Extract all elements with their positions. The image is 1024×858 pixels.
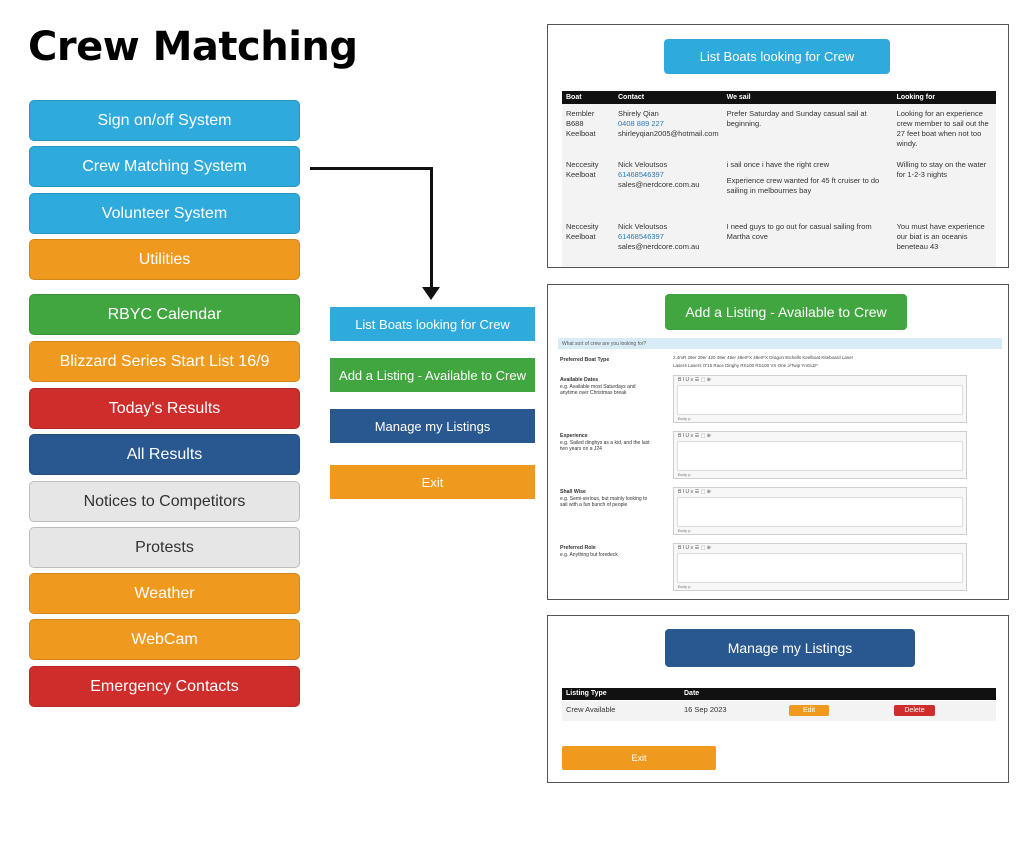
notices-to-competitors-button[interactable]: Notices to Competitors (29, 481, 300, 522)
looking-for-cell: Looking for an experience crew member to… (892, 104, 996, 155)
contact-name: Nick Veloutsos (618, 159, 668, 169)
contact-email: sales@nerdcore.com.au (618, 241, 700, 251)
column-header-listing-type: Listing Type (566, 690, 607, 697)
editor-status: Body p (678, 528, 691, 533)
contact-phone-link[interactable]: 61468546397 (618, 231, 664, 241)
available-dates-editor[interactable]: B I U ≡ ☰ ⬚ ⊕ Body p (673, 375, 967, 423)
column-header-contact: Contact (614, 91, 723, 104)
webcam-button[interactable]: WebCam (29, 619, 300, 660)
boats-table: Boat Contact We sail Looking for Rembler… (562, 91, 996, 267)
delete-listing-button[interactable]: Delete (894, 705, 935, 716)
we-sail-cell: Prefer Saturday and Sunday casual sail a… (722, 104, 893, 155)
listing-type-cell: Crew Available (566, 705, 616, 714)
editor-toolbar[interactable]: B I U ≡ ☰ ⬚ ⊕ (678, 489, 711, 495)
todays-results-button[interactable]: Today's Results (29, 388, 300, 429)
connector-line-horizontal (310, 167, 433, 170)
boat-type-checkboxes-row2[interactable]: Laser4 Lasers O'15 Race Dinghy RS100 RS1… (673, 363, 818, 368)
add-listing-header[interactable]: Add a Listing - Available to Crew (665, 294, 907, 330)
manage-listings-button[interactable]: Manage my Listings (330, 409, 535, 443)
editor-text-area[interactable] (677, 385, 963, 415)
contact-cell: Nick Veloutsos 61468546397 sales@nerdcor… (614, 154, 723, 217)
crew-matching-system-button[interactable]: Crew Matching System (29, 146, 300, 187)
crew-question-banner: What sort of crew are you looking for? (558, 338, 1002, 349)
column-header-boat: Boat (562, 91, 614, 104)
column-header-looking-for: Looking for (892, 91, 996, 104)
sign-on-off-system-button[interactable]: Sign on/off System (29, 100, 300, 141)
we-sail-text: I need guys to go out for casual sailing… (726, 221, 872, 241)
editor-text-area[interactable] (677, 553, 963, 583)
editor-text-area[interactable] (677, 441, 963, 471)
manage-listings-panel: Manage my Listings Listing Type Date Cre… (547, 615, 1009, 783)
rbyc-calendar-button[interactable]: RBYC Calendar (29, 294, 300, 335)
all-results-button[interactable]: All Results (29, 434, 300, 475)
weather-button[interactable]: Weather (29, 573, 300, 614)
we-sail-text: Prefer Saturday and Sunday casual sail a… (726, 109, 867, 129)
contact-email: sales@nerdcore.com.au (618, 179, 700, 189)
contact-email: shirleyqian2005@hotmail.com (618, 129, 719, 139)
boat-cell: Neccesity Keelboat (562, 216, 614, 267)
table-row: Neccesity Keelboat Nick Veloutsos 614685… (562, 154, 996, 217)
we-sail-cell: i sail once i have the right crew Experi… (722, 154, 893, 217)
listings-table-header: Listing Type Date (562, 688, 996, 700)
editor-status: Body p (678, 472, 691, 477)
emergency-contacts-button[interactable]: Emergency Contacts (29, 666, 300, 707)
arrow-down-icon (422, 287, 440, 300)
listing-date-cell: 16 Sep 2023 (684, 705, 727, 714)
page-title: Crew Matching (28, 24, 358, 70)
editor-status: Body p (678, 416, 691, 421)
preferred-boat-type-label: Preferred Boat Type (560, 357, 610, 363)
column-header-date: Date (684, 690, 700, 697)
protests-button[interactable]: Protests (29, 527, 300, 568)
editor-toolbar[interactable]: B I U ≡ ☰ ⬚ ⊕ (678, 377, 711, 383)
experience-editor[interactable]: B I U ≡ ☰ ⬚ ⊕ Body p (673, 431, 967, 479)
we-sail-text: i sail once i have the right crew (726, 159, 830, 169)
contact-name: Nick Veloutsos (618, 221, 668, 231)
boat-cell: Rembler B688 Keelboat (562, 104, 614, 155)
editor-text-area[interactable] (677, 497, 963, 527)
boat-type-checkboxes-row1[interactable]: 2.4mR 29er 29er 420 49er 49er 49erFX 49e… (673, 355, 854, 360)
boat-cell: Neccesity Keelboat (562, 154, 614, 217)
shall-wise-editor[interactable]: B I U ≡ ☰ ⬚ ⊕ Body p (673, 487, 967, 535)
add-listing-panel: Add a Listing - Available to Crew What s… (547, 284, 1009, 600)
list-boats-panel: List Boats looking for Crew Boat Contact… (547, 24, 1009, 268)
looking-for-cell: You must have experience our biat is an … (892, 216, 996, 267)
edit-listing-button[interactable]: Edit (789, 705, 829, 716)
blizzard-series-button[interactable]: Blizzard Series Start List 16/9 (29, 341, 300, 382)
exit-button[interactable]: Exit (330, 465, 535, 499)
table-row: Rembler B688 Keelboat Shirely Qian 0408 … (562, 104, 996, 155)
manage-listings-header[interactable]: Manage my Listings (665, 629, 915, 667)
column-header-we-sail: We sail (722, 91, 893, 104)
preferred-role-editor[interactable]: B I U ≡ ☰ ⬚ ⊕ Body p (673, 543, 967, 591)
table-row: Neccesity Keelboat Nick Veloutsos 614685… (562, 216, 996, 267)
editor-status: Body p (678, 584, 691, 589)
contact-name: Shirely Qian (618, 109, 659, 118)
looking-for-cell: Willing to stay on the water for 1-2-3 n… (892, 154, 996, 217)
connector-line-vertical (430, 167, 433, 290)
contact-cell: Nick Veloutsos 61468546397 sales@nerdcor… (614, 216, 723, 267)
editor-toolbar[interactable]: B I U ≡ ☰ ⬚ ⊕ (678, 545, 711, 551)
list-boats-header[interactable]: List Boats looking for Crew (664, 39, 890, 74)
editor-toolbar[interactable]: B I U ≡ ☰ ⬚ ⊕ (678, 433, 711, 439)
manage-exit-button[interactable]: Exit (562, 746, 716, 770)
utilities-button[interactable]: Utilities (29, 239, 300, 280)
we-sail-cell: I need guys to go out for casual sailing… (722, 216, 893, 267)
contact-cell: Shirely Qian 0408 889 227 shirleyqian200… (614, 104, 723, 155)
volunteer-system-button[interactable]: Volunteer System (29, 193, 300, 234)
list-boats-button[interactable]: List Boats looking for Crew (330, 307, 535, 341)
contact-phone-link[interactable]: 61468546397 (618, 169, 664, 179)
contact-phone-link[interactable]: 0408 889 227 (618, 119, 664, 129)
we-sail-text-extra: Experience crew wanted for 45 ft cruiser… (726, 175, 880, 195)
table-row: Crew Available 16 Sep 2023 (562, 701, 996, 721)
add-listing-button[interactable]: Add a Listing - Available to Crew (330, 358, 535, 392)
